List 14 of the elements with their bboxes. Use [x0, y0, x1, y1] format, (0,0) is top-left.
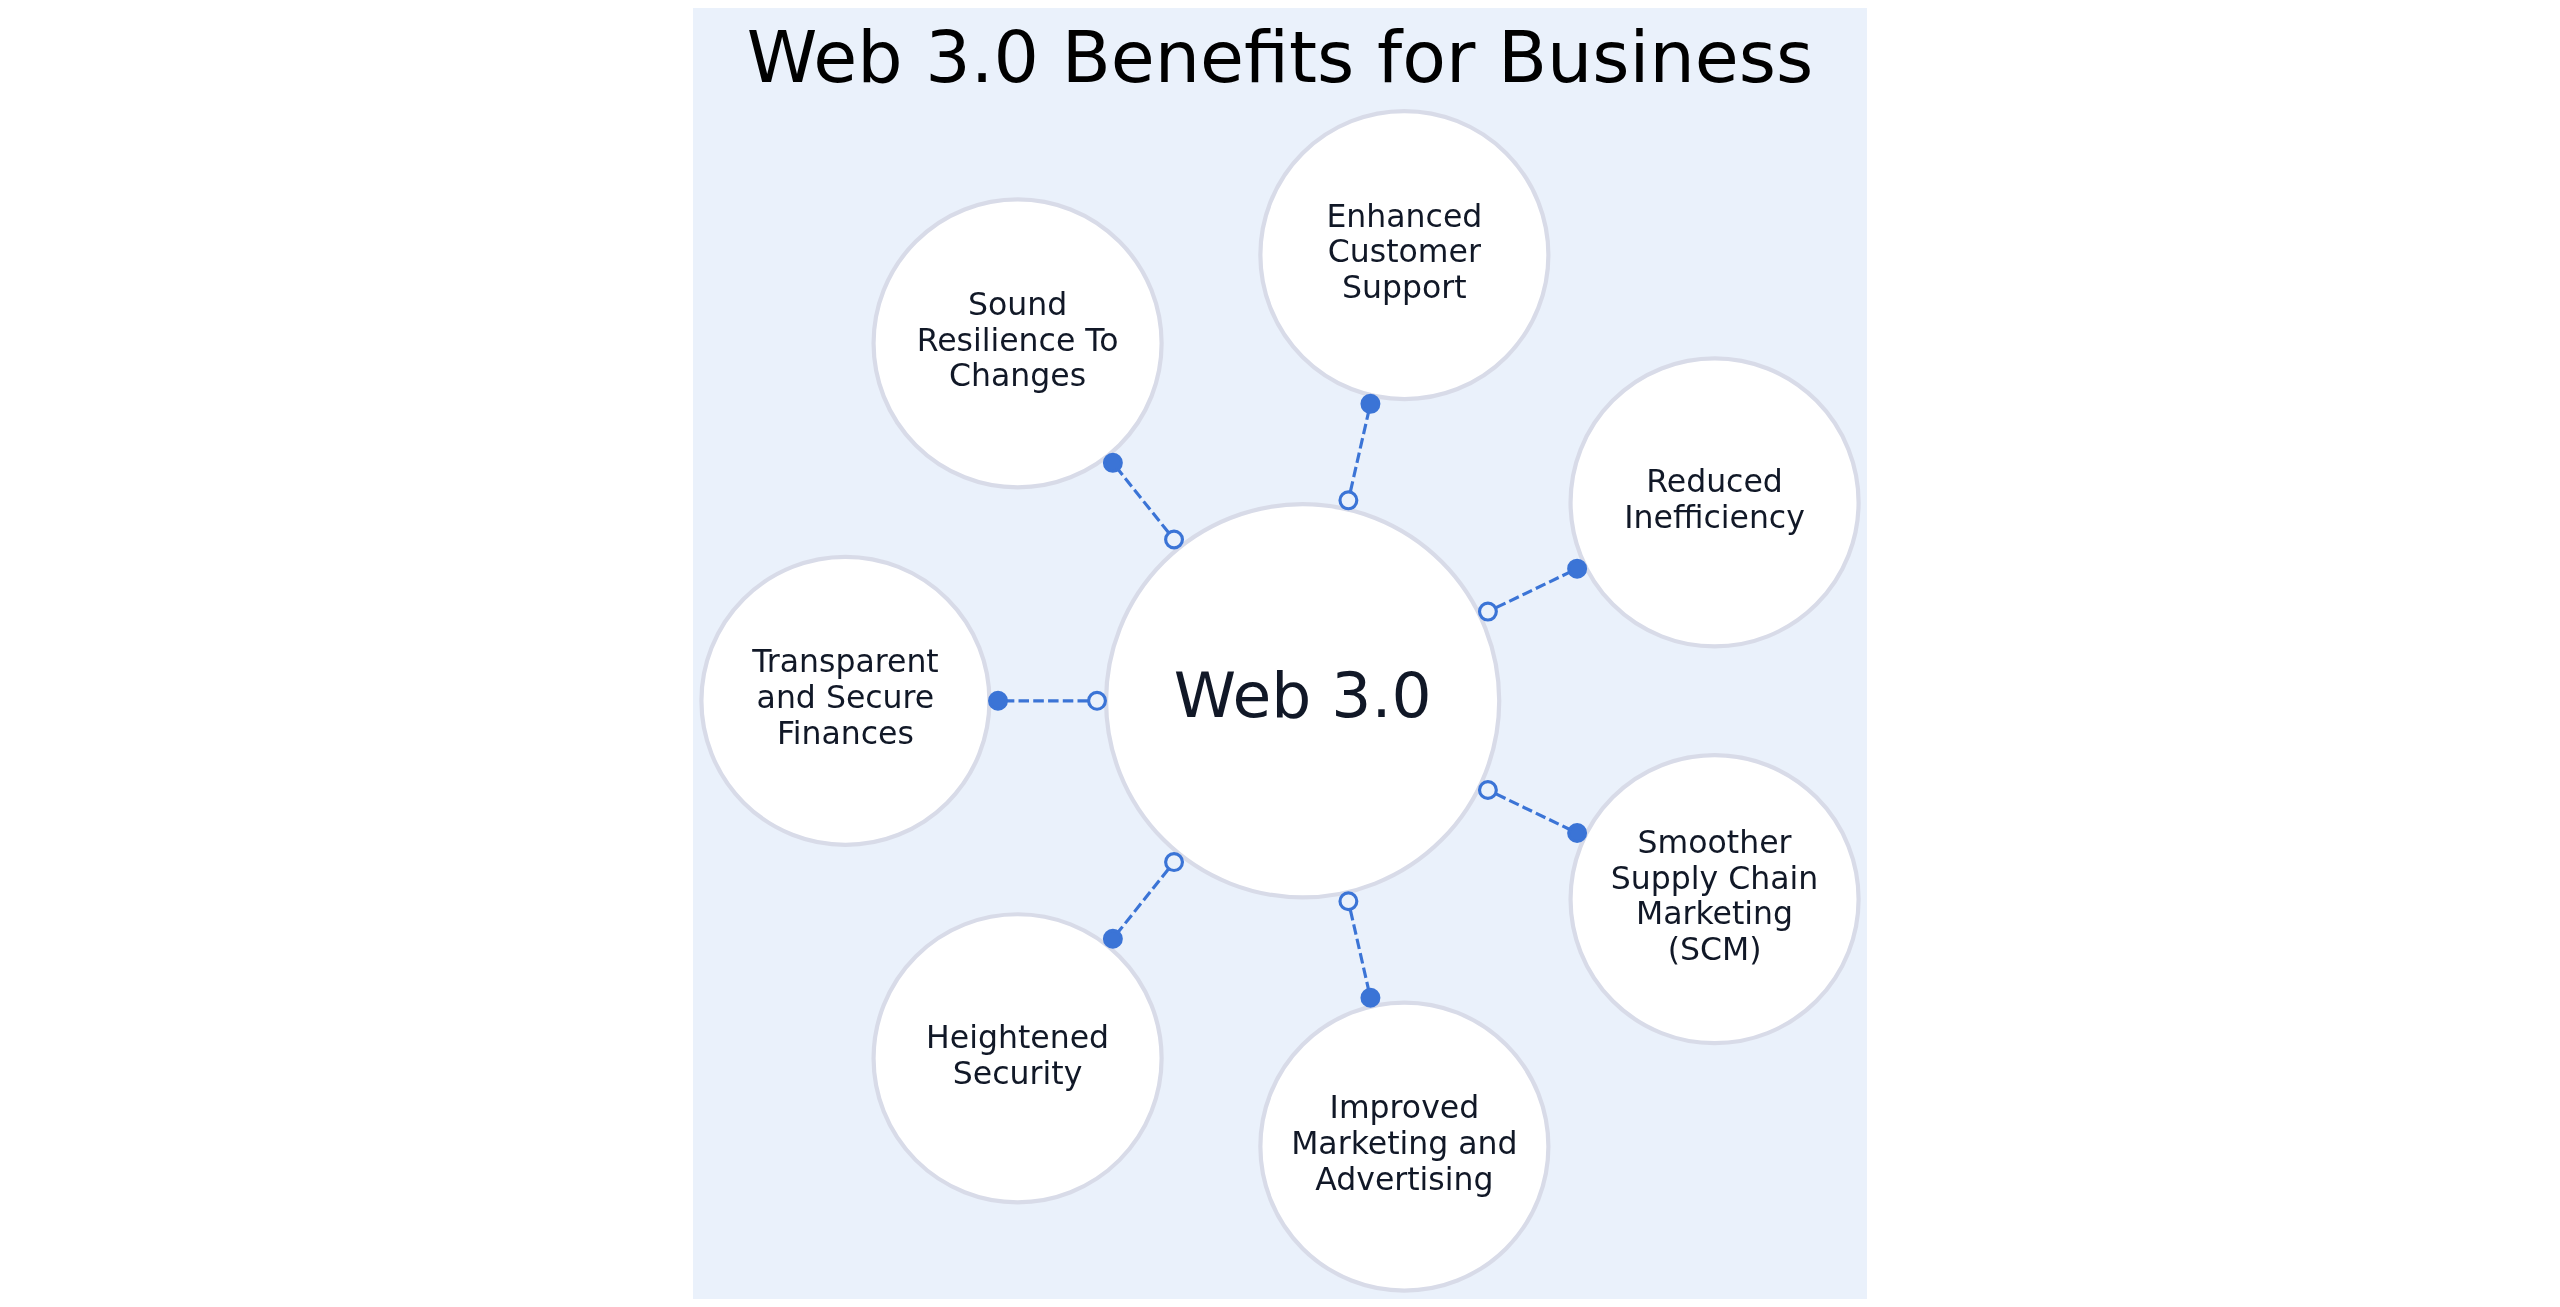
connector	[988, 690, 1107, 711]
node-circle: Improved Marketing and Advertising	[1258, 1000, 1551, 1293]
node-circle: Enhanced Customer Support	[1258, 108, 1551, 402]
connector	[1102, 852, 1184, 949]
node-circle: Web 3.0	[1103, 502, 1502, 900]
diagram-title: Web 3.0 Benefits for Business	[746, 16, 1814, 100]
node-circle: Heightened Security	[871, 912, 1164, 1205]
connector	[1102, 452, 1184, 550]
connector	[1338, 891, 1381, 1008]
connector	[1477, 558, 1588, 622]
node-circle: Sound Resilience To Changes	[871, 197, 1164, 490]
connector	[1338, 393, 1381, 511]
node-circle: Transparent and Secure Finances	[699, 554, 992, 847]
connector	[1477, 780, 1588, 843]
